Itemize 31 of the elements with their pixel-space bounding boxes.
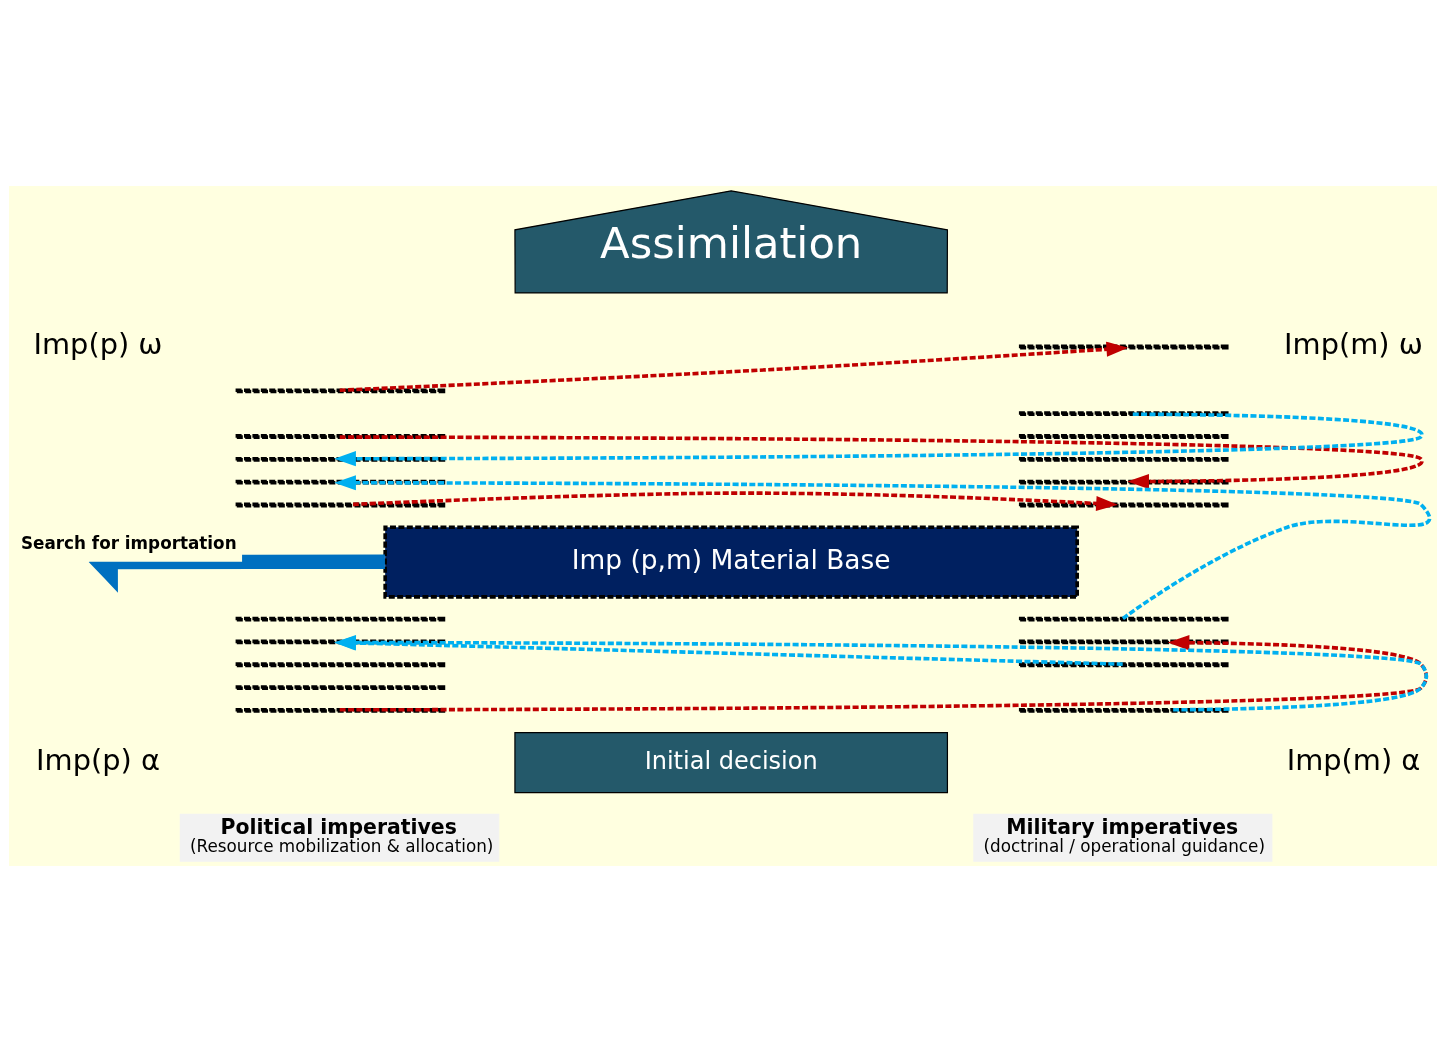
node-line xyxy=(233,685,446,690)
node-line xyxy=(1017,616,1229,622)
arrow xyxy=(339,341,1129,393)
arrow xyxy=(334,412,1423,467)
node-box: Imp (p,m) Material Base xyxy=(383,525,1079,599)
node-line xyxy=(1017,662,1229,668)
node-line xyxy=(233,456,446,462)
label: Imp(m) α xyxy=(1286,743,1421,778)
label: Imp(m) ω xyxy=(1284,327,1423,362)
label: Imp(p) ω xyxy=(33,327,163,362)
node-line xyxy=(233,662,446,668)
node-box: Initial decision xyxy=(514,732,949,794)
node-line xyxy=(233,639,446,645)
node-line xyxy=(1017,708,1229,713)
node-line xyxy=(233,708,446,713)
node-line xyxy=(1017,456,1229,462)
label: Imp(p) α xyxy=(36,743,160,778)
node-line xyxy=(1017,411,1229,417)
node-line xyxy=(233,502,446,508)
node-line xyxy=(233,388,446,394)
node-line xyxy=(233,434,446,439)
node-line xyxy=(233,479,446,485)
node-line xyxy=(233,616,446,622)
edge-label: Search for importation xyxy=(21,533,237,554)
node-line xyxy=(1017,639,1229,645)
node-line xyxy=(1017,344,1229,350)
node-line xyxy=(1017,434,1229,439)
node-line xyxy=(1017,479,1229,485)
node-line xyxy=(1017,502,1229,508)
arrow xyxy=(353,491,1118,512)
arrow xyxy=(339,435,1423,490)
